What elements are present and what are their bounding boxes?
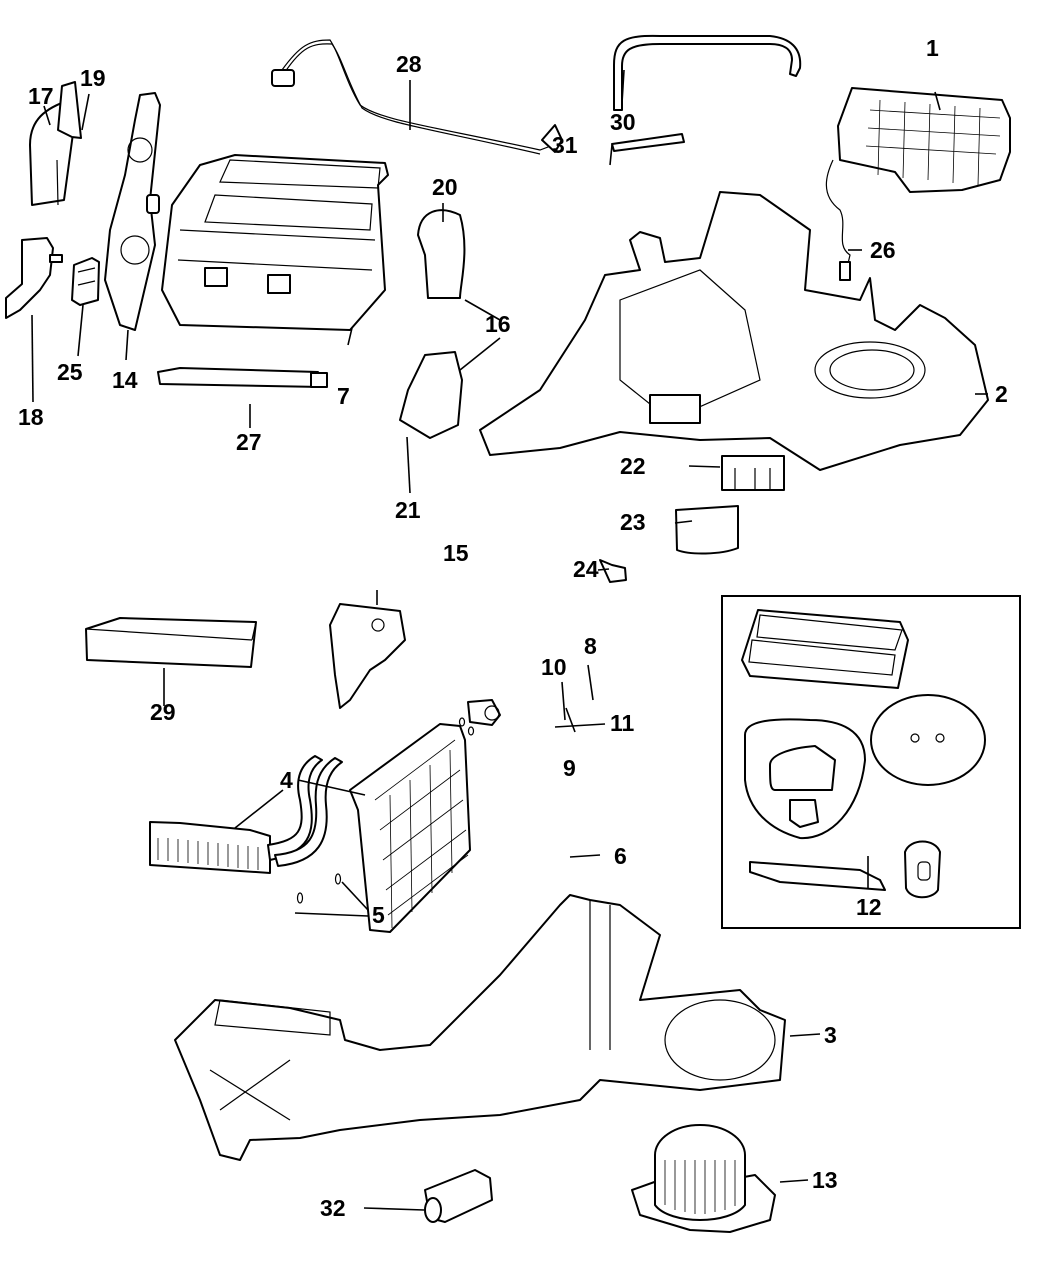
callout-15: 15 bbox=[443, 540, 469, 566]
part-23-cover[interactable] bbox=[675, 505, 739, 555]
callout-10: 10 bbox=[541, 654, 567, 680]
part-31-seal-strip[interactable] bbox=[611, 133, 685, 152]
callout-13: 13 bbox=[812, 1167, 838, 1193]
callout-22: 22 bbox=[620, 453, 646, 479]
callout-14: 14 bbox=[112, 367, 138, 393]
callout-9: 9 bbox=[563, 755, 576, 781]
callout-11: 11 bbox=[610, 710, 635, 736]
part-30-drain-tube[interactable] bbox=[613, 34, 802, 111]
part-13-blower-motor[interactable] bbox=[631, 1124, 776, 1233]
callout-19: 19 bbox=[80, 65, 106, 91]
part-21-duct[interactable] bbox=[399, 351, 463, 439]
callout-20: 20 bbox=[432, 174, 458, 200]
part-2-rear-housing[interactable] bbox=[479, 191, 989, 471]
part-5-o-ring-a[interactable] bbox=[296, 892, 304, 904]
part-28-wire-harness[interactable] bbox=[271, 39, 563, 155]
part-7-front-housing[interactable] bbox=[161, 154, 389, 331]
callout-30: 30 bbox=[610, 109, 636, 135]
callout-3: 3 bbox=[824, 1022, 837, 1048]
callout-7: 7 bbox=[337, 383, 350, 409]
part-20-seal[interactable] bbox=[417, 209, 466, 299]
part-22-resistor[interactable] bbox=[721, 455, 785, 491]
callout-23: 23 bbox=[620, 509, 646, 535]
part-12-seal-kit-inset[interactable] bbox=[721, 595, 1021, 929]
part-6-evaporator[interactable] bbox=[349, 723, 471, 933]
part-29-filter[interactable] bbox=[85, 617, 257, 668]
part-18-floor-duct[interactable] bbox=[5, 237, 63, 319]
callout-28: 28 bbox=[396, 51, 422, 77]
part-10-o-ring[interactable] bbox=[458, 717, 466, 727]
part-14-side-plate[interactable] bbox=[104, 92, 161, 331]
part-24-sensor[interactable] bbox=[599, 559, 627, 583]
callout-25: 25 bbox=[57, 359, 83, 385]
part-1-upper-housing[interactable] bbox=[837, 87, 1011, 193]
callout-31: 31 bbox=[552, 132, 578, 158]
part-4-heater-core[interactable] bbox=[149, 755, 343, 874]
leader-lines bbox=[31, 69, 988, 1211]
callout-27: 27 bbox=[236, 429, 262, 455]
callout-2: 2 bbox=[995, 381, 1008, 407]
part-32-connector[interactable] bbox=[424, 1169, 493, 1223]
callout-29: 29 bbox=[150, 699, 176, 725]
part-3-lower-housing[interactable] bbox=[174, 894, 786, 1161]
part-26-harness[interactable] bbox=[825, 159, 851, 281]
part-8-expansion-valve[interactable] bbox=[467, 699, 501, 726]
callout-21: 21 bbox=[395, 497, 421, 523]
part-25-actuator[interactable] bbox=[71, 257, 100, 306]
part-15-bracket[interactable] bbox=[329, 603, 406, 709]
callout-17: 17 bbox=[28, 83, 54, 109]
callout-5: 5 bbox=[372, 902, 385, 928]
callout-1: 1 bbox=[926, 35, 939, 61]
part-27-heater-element[interactable] bbox=[157, 367, 328, 388]
part-5-o-ring-b[interactable] bbox=[334, 873, 342, 885]
callout-16: 16 bbox=[485, 311, 511, 337]
part-9-o-ring[interactable] bbox=[467, 726, 475, 736]
callout-12: 12 bbox=[856, 894, 882, 920]
callout-4: 4 bbox=[280, 767, 293, 793]
callout-8: 8 bbox=[584, 633, 597, 659]
part-17-duct[interactable] bbox=[29, 81, 82, 206]
callout-6: 6 bbox=[614, 843, 627, 869]
callout-26: 26 bbox=[870, 237, 896, 263]
callout-18: 18 bbox=[18, 404, 44, 430]
callout-32: 32 bbox=[320, 1195, 346, 1221]
callout-24: 24 bbox=[573, 556, 599, 582]
